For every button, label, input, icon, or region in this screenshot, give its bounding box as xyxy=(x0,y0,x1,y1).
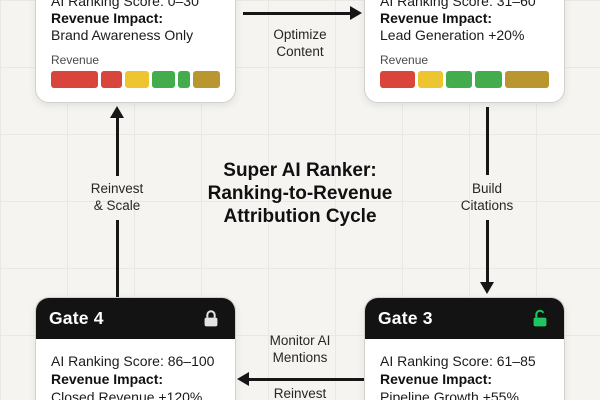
diagram-title: Super AI Ranker: Ranking-to-Revenue Attr… xyxy=(150,159,450,228)
build-citations-arrow-line-upper xyxy=(486,107,489,175)
reinvest-scale-arrow-line-upper xyxy=(116,118,119,176)
gate1-revenue-heat-bar xyxy=(51,71,220,88)
gate3-card-body: AI Ranking Score: 61–85 Revenue Impact: … xyxy=(365,339,564,400)
gate2-revenue-impact-value: Lead Generation +20% xyxy=(380,27,525,43)
arrowhead-up-icon xyxy=(110,106,124,118)
reinvest-scale-label-line2: & Scale xyxy=(93,198,141,213)
gate1-revenue-label: Revenue xyxy=(51,53,100,67)
gate2-revenue-impact-label: Revenue Impact: xyxy=(380,10,493,26)
gate3-title: Gate 3 xyxy=(378,308,433,328)
optimize-content-arrow-line xyxy=(243,12,351,15)
bottom-clipped-label: Reinvest xyxy=(245,385,355,400)
diagram-title-line1: Super AI Ranker: xyxy=(223,160,377,181)
gate1-score: AI Ranking Score: 0–30 xyxy=(51,0,199,9)
bar-segment xyxy=(504,71,549,88)
diagram-title-line3: Attribution Cycle xyxy=(223,206,377,227)
reinvest-scale-label: Reinvest & Scale xyxy=(62,180,172,214)
gate1-card-body: AI Ranking Score: 0–30 Revenue Impact: B… xyxy=(36,0,235,88)
gate2-score: AI Ranking Score: 31–60 xyxy=(380,0,536,9)
monitor-ai-mentions-label-line1: Monitor AI xyxy=(269,333,331,348)
gate3-card: Gate 3 AI Ranking Score: 61–85 Revenue I… xyxy=(364,297,565,400)
gate3-revenue-impact-label: Revenue Impact: xyxy=(380,371,493,387)
gate4-revenue-impact-value: Closed Revenue +120% xyxy=(51,389,203,400)
bar-segment xyxy=(125,71,149,88)
bar-segment xyxy=(100,71,123,88)
gate1-card: AI Ranking Score: 0–30 Revenue Impact: B… xyxy=(35,0,236,103)
reinvest-scale-label-line1: Reinvest xyxy=(90,181,144,196)
monitor-ai-mentions-arrow-line xyxy=(249,378,364,381)
arrowhead-right-icon xyxy=(350,5,362,20)
gate2-revenue-heat-bar xyxy=(380,71,549,88)
gate3-header: Gate 3 xyxy=(365,298,564,339)
gate4-revenue-impact-label: Revenue Impact: xyxy=(51,371,164,387)
unlock-icon xyxy=(529,308,551,330)
diagram-title-line2: Ranking-to-Revenue xyxy=(207,183,393,204)
bar-segment xyxy=(418,71,443,88)
build-citations-arrow-line-lower xyxy=(486,220,489,282)
optimize-content-label: Optimize Content xyxy=(245,26,355,60)
gate1-revenue-impact-label: Revenue Impact: xyxy=(51,10,164,26)
gate4-card: Gate 4 AI Ranking Score: 86–100 Revenue … xyxy=(35,297,236,400)
gate4-header: Gate 4 xyxy=(36,298,235,339)
bar-segment xyxy=(178,71,190,88)
gate3-score: AI Ranking Score: 61–85 xyxy=(380,353,536,369)
bar-segment xyxy=(445,71,473,88)
bar-segment xyxy=(51,71,98,88)
build-citations-label-line2: Citations xyxy=(460,198,514,213)
gate4-score: AI Ranking Score: 86–100 xyxy=(51,353,215,369)
bar-segment xyxy=(380,71,416,88)
bar-segment xyxy=(475,71,502,88)
optimize-content-label-line2: Content xyxy=(276,44,324,59)
gate2-card-body: AI Ranking Score: 31–60 Revenue Impact: … xyxy=(365,0,564,88)
lock-icon xyxy=(200,308,222,330)
gate4-title: Gate 4 xyxy=(49,308,104,328)
arrowhead-down-icon xyxy=(480,282,494,294)
bar-segment xyxy=(192,71,220,88)
monitor-ai-mentions-label-line2: Mentions xyxy=(272,350,328,365)
build-citations-label: Build Citations xyxy=(432,180,542,214)
gate2-revenue-label: Revenue xyxy=(380,53,429,67)
gate2-card: AI Ranking Score: 31–60 Revenue Impact: … xyxy=(364,0,565,103)
bottom-clipped-label-line1: Reinvest xyxy=(273,386,327,400)
reinvest-scale-arrow-line-lower xyxy=(116,220,119,297)
gate3-revenue-impact-value: Pipeline Growth +55% xyxy=(380,389,519,400)
gate4-card-body: AI Ranking Score: 86–100 Revenue Impact:… xyxy=(36,339,235,400)
bar-segment xyxy=(151,71,175,88)
arrowhead-left-icon xyxy=(237,371,249,386)
monitor-ai-mentions-label: Monitor AI Mentions xyxy=(245,332,355,366)
optimize-content-label-line1: Optimize xyxy=(273,27,327,42)
build-citations-label-line1: Build xyxy=(471,181,503,196)
gate1-revenue-impact-value: Brand Awareness Only xyxy=(51,27,194,43)
